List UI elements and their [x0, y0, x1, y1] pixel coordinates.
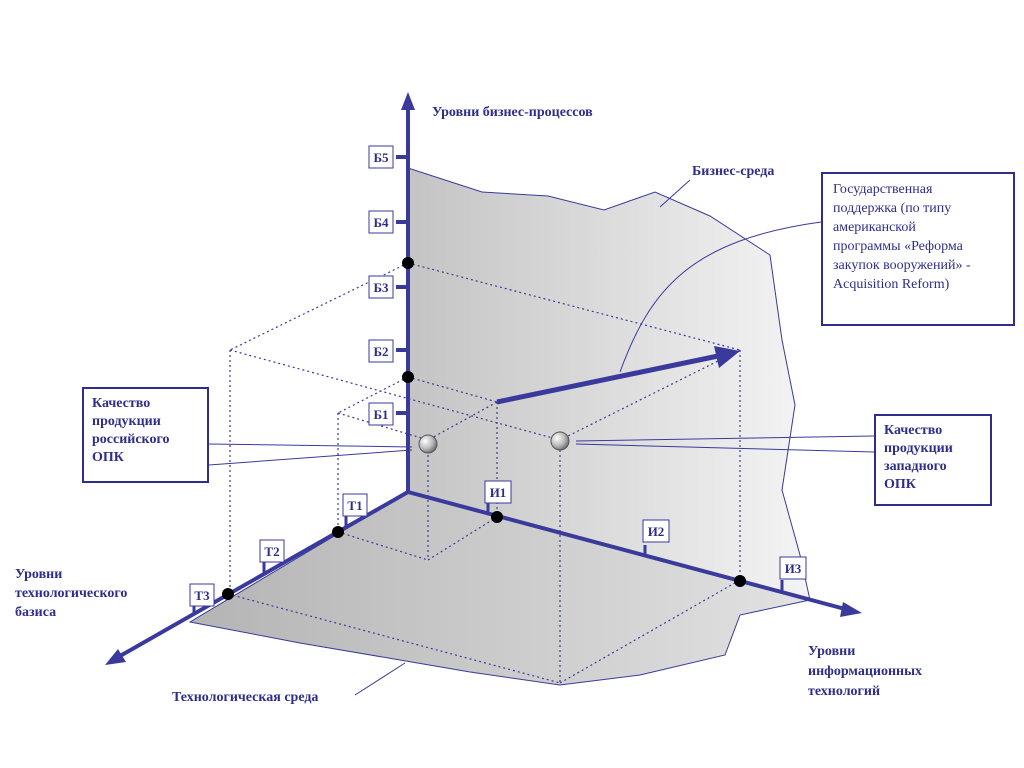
svg-text:Уровни: Уровни — [15, 567, 62, 582]
callout-line: Государственная — [833, 182, 933, 197]
callout-line: продукции — [884, 441, 953, 456]
tick-labels: Б1 Б2 Б3 Б4 Б5 Т1 Т2 Т3 И1 И2 И3 — [194, 150, 801, 603]
svg-text:информационных: информационных — [808, 664, 922, 679]
tick-b5: Б5 — [373, 150, 389, 165]
info-axis — [407, 490, 846, 611]
projection-lines — [227, 262, 741, 684]
support-arrow — [496, 346, 740, 405]
svg-text:базиса: базиса — [15, 605, 56, 620]
tick-i1: И1 — [490, 485, 507, 500]
info-axis-arrow — [840, 602, 862, 617]
tick-b1: Б1 — [373, 407, 388, 422]
callout-line: ОПК — [92, 450, 124, 465]
russian-quality-callout: Качество продукции российского ОПК — [82, 387, 209, 483]
technological-environment-plane — [188, 491, 811, 686]
business-env-label: Бизнес-среда — [692, 164, 774, 179]
callout-line: западного — [884, 459, 947, 474]
svg-text:технологического: технологического — [15, 586, 127, 601]
government-support-callout: Государственная поддержка (по типу амери… — [821, 172, 1015, 326]
callout-line: российского — [92, 432, 170, 447]
tick-b3: Б3 — [373, 280, 389, 295]
axis-points — [222, 257, 746, 600]
callout-line: программы «Реформа — [833, 239, 963, 254]
tick-b4: Б4 — [373, 215, 389, 230]
tick-t3: Т3 — [194, 588, 210, 603]
western-quality-callout: Качество продукции западного ОПК — [874, 414, 992, 506]
info-axis-label: Уровни информационных технологий — [808, 644, 922, 699]
callout-line: Качество — [92, 396, 151, 411]
tech-axis-label: Уровни технологического базиса — [15, 567, 127, 620]
callout-line: американской — [833, 220, 916, 235]
callout-line: поддержка (по типу — [833, 201, 952, 216]
business-axis-label: Уровни бизнес-процессов — [432, 105, 593, 120]
business-axis-arrow — [401, 92, 415, 110]
callout-line: Acquisition Reform) — [833, 277, 950, 292]
western-quality-sphere — [550, 431, 570, 451]
callout-line: продукции — [92, 414, 161, 429]
callout-line: ОПК — [884, 477, 916, 492]
russian-quality-sphere — [418, 434, 438, 454]
tech-axis-arrow — [105, 649, 126, 665]
tick-t1: Т1 — [347, 498, 362, 513]
tech-env-label: Технологическая среда — [172, 690, 318, 705]
tick-b2: Б2 — [373, 344, 388, 359]
callout-line: закупок вооружений» - — [833, 258, 971, 273]
tick-t2: Т2 — [264, 544, 279, 559]
tick-i3: И3 — [785, 561, 802, 576]
svg-text:Уровни: Уровни — [808, 644, 855, 659]
tick-label-boxes — [189, 145, 807, 607]
leader-lines — [208, 179, 875, 696]
info-ticks — [486, 502, 784, 592]
business-ticks — [396, 155, 408, 415]
tick-i2: И2 — [648, 524, 665, 539]
callout-line: Качество — [884, 423, 943, 438]
svg-text:технологий: технологий — [808, 684, 880, 699]
